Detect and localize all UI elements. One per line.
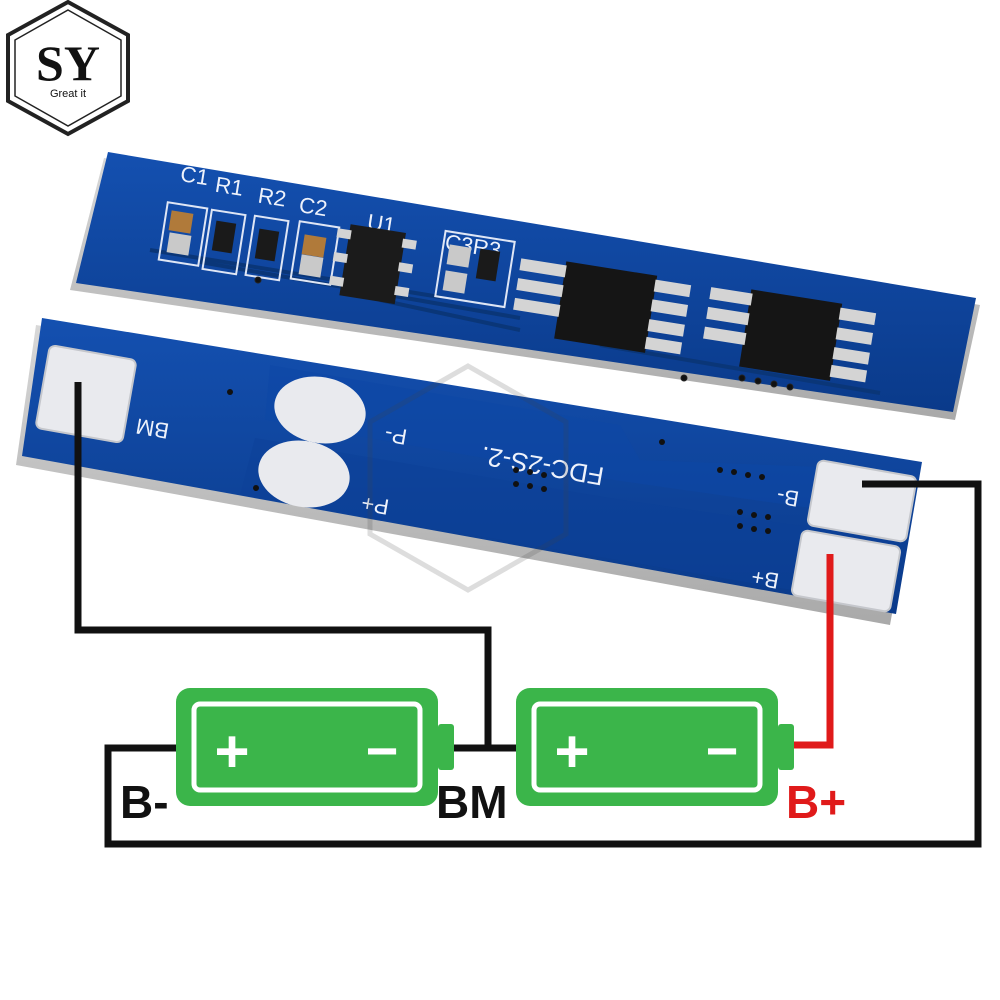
bottom-pads: [35, 344, 918, 613]
bottom-pcb-board: BM P- P+ FDC-2S-2. B- B+: [16, 318, 922, 625]
label-r1: R1: [213, 172, 245, 201]
battery-1-plus: +: [214, 718, 249, 785]
wire-b-minus: [104, 480, 982, 848]
label-bm: BM: [436, 776, 508, 828]
top-silkscreen-labels: C1 R1 R2 C2 U1 C3R3: [179, 161, 503, 263]
battery-2-minus: −: [706, 719, 739, 782]
u1-chip: [328, 224, 417, 305]
logo-tagline: Great it: [50, 88, 86, 100]
pad-p-minus: [274, 376, 366, 444]
mosfet-chip-2: [703, 287, 877, 383]
brand-logo: SY Great it: [6, 0, 130, 137]
label-b-minus: B-: [120, 776, 169, 828]
label-b-plus-silk: B+: [749, 564, 780, 593]
watermark-logo: [367, 363, 569, 593]
label-c1: C1: [179, 161, 211, 190]
label-b-plus: B+: [786, 776, 846, 828]
wire-b-plus: [790, 554, 834, 749]
label-b-minus-silk: B-: [775, 483, 801, 511]
pad-bm: [35, 344, 137, 444]
battery-1: + −: [176, 688, 454, 806]
top-pcb-board: C1 R1 R2 C2 U1 C3R3: [70, 152, 980, 420]
pad-p-plus: [258, 440, 350, 508]
label-bm-silk: BM: [134, 413, 171, 443]
logo-letters: SY: [36, 35, 100, 91]
label-r2: R2: [256, 183, 288, 212]
wires: [74, 382, 982, 848]
mosfet-chip-1: [513, 258, 692, 355]
silkscreen-outlines: [157, 201, 516, 309]
battery-2-plus: +: [554, 718, 589, 785]
battery-1-minus: −: [366, 719, 399, 782]
label-p-plus-silk: P+: [359, 490, 390, 519]
pad-b-plus: [790, 529, 902, 613]
label-c2: C2: [297, 192, 329, 221]
battery-2: + −: [516, 688, 794, 806]
label-p-minus-silk: P-: [383, 421, 409, 449]
smd-passives: [166, 210, 501, 294]
